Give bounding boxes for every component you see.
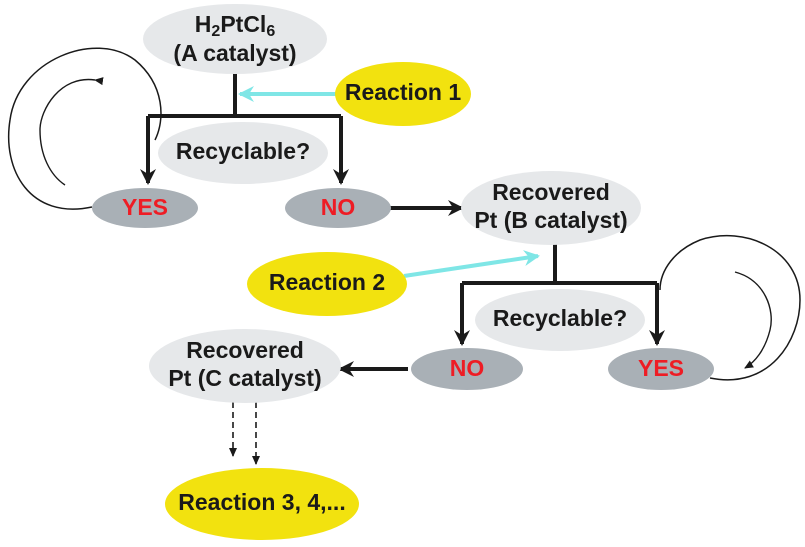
recovered-b-line2: Pt (B catalyst) bbox=[474, 207, 627, 233]
node-reaction3: Reaction 3, 4,... bbox=[165, 468, 359, 540]
node-recovered-b: Recovered Pt (B catalyst) bbox=[461, 171, 641, 245]
node-yes-a: YES bbox=[92, 188, 198, 228]
node-yes-b: YES bbox=[608, 348, 714, 390]
recovered-b-line1: Recovered bbox=[492, 179, 610, 205]
reaction1-label: Reaction 1 bbox=[345, 79, 462, 105]
cycle-outer-right bbox=[659, 235, 801, 381]
node-no-b: NO bbox=[411, 348, 523, 390]
recyclable-a-label: Recyclable? bbox=[176, 138, 310, 164]
cycle-outer-left bbox=[8, 47, 162, 210]
recovered-c-line1: Recovered bbox=[186, 337, 304, 363]
reaction2-label: Reaction 2 bbox=[269, 269, 385, 295]
node-reaction1: Reaction 1 bbox=[335, 62, 471, 126]
cycle-inner-right bbox=[734, 271, 772, 369]
h2ptcl6-formula: H2PtCl6 bbox=[195, 11, 276, 40]
node-no-a: NO bbox=[285, 188, 391, 228]
node-recyclable-a: Recyclable? bbox=[158, 122, 328, 184]
no-a-label: NO bbox=[321, 194, 356, 220]
arrow-reaction2 bbox=[403, 250, 540, 278]
cycle-inner-left bbox=[39, 77, 104, 186]
yes-b-label: YES bbox=[638, 355, 684, 381]
node-recovered-c: Recovered Pt (C catalyst) bbox=[149, 329, 341, 403]
recovered-c-line2: Pt (C catalyst) bbox=[168, 365, 321, 391]
node-h2ptcl6: H2PtCl6 (A catalyst) bbox=[143, 4, 327, 74]
no-b-label: NO bbox=[450, 355, 485, 381]
node-recyclable-b: Recyclable? bbox=[475, 289, 645, 351]
yes-a-label: YES bbox=[122, 194, 168, 220]
recyclable-b-label: Recyclable? bbox=[493, 305, 627, 331]
node-reaction2: Reaction 2 bbox=[247, 252, 407, 316]
reaction3-label: Reaction 3, 4,... bbox=[178, 489, 345, 515]
h2ptcl6-line2: (A catalyst) bbox=[173, 40, 296, 66]
